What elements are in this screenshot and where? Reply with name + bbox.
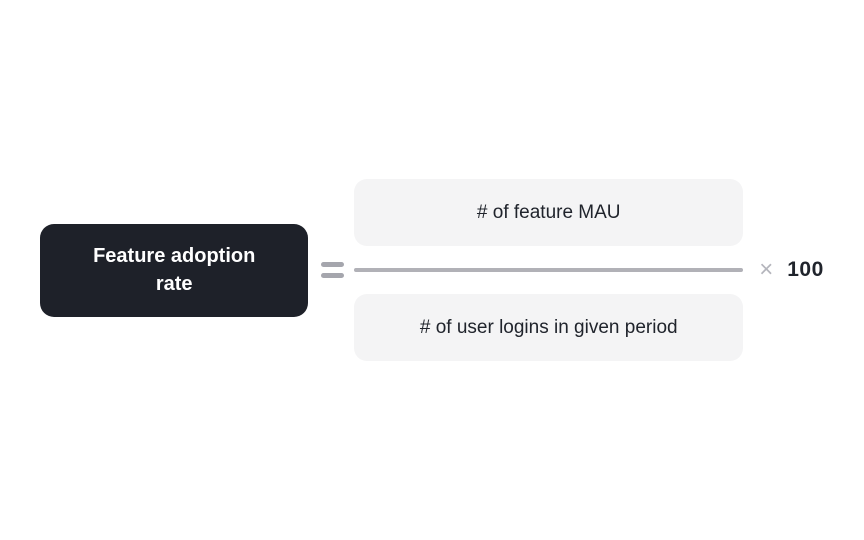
multiply-sign: × [759, 256, 774, 283]
equals-bar-top [321, 262, 345, 267]
numerator-label: # of feature MAU [476, 201, 621, 223]
metric-label-line2: rate [155, 273, 193, 295]
denominator-label: # of user logins in given period [419, 316, 678, 338]
factor-value: 100 [787, 258, 824, 281]
formula-row: Feature adoption rate # of feature MAU #… [40, 179, 824, 361]
equals-bar-bottom [321, 273, 345, 278]
numerator-box: # of feature MAU [354, 179, 744, 246]
fraction: # of feature MAU # of user logins in giv… [354, 179, 744, 361]
metric-label-line1: Feature adoption [93, 245, 256, 267]
fraction-bar [354, 268, 744, 272]
equals-sign [321, 262, 345, 278]
denominator-box: # of user logins in given period [354, 294, 744, 361]
metric-label-box: Feature adoption rate [40, 223, 309, 317]
